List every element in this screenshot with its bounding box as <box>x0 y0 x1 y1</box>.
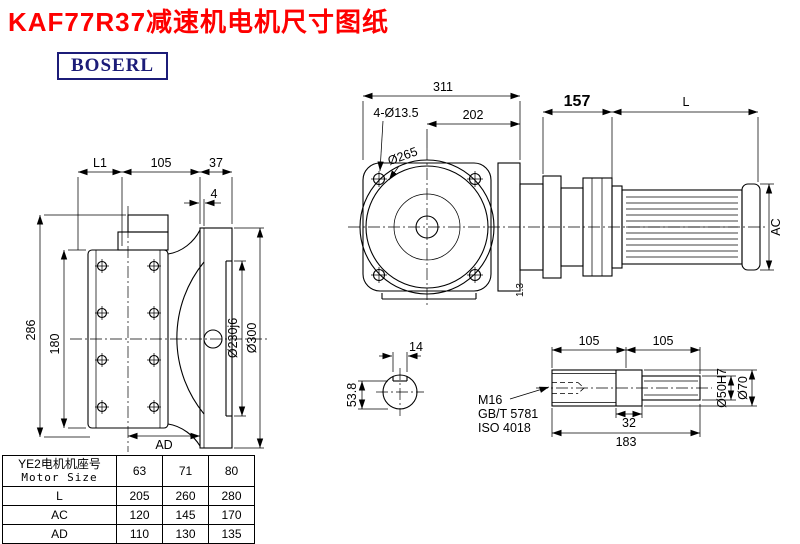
dim-bolt-holes: 4-Ø13.5 <box>373 106 418 120</box>
thread-label: M16 <box>478 393 502 407</box>
shaft-detail-view: 105 105 32 183 M16 GB/T 5781 ISO 4018 Ø5… <box>478 334 757 449</box>
dim-L1: L1 <box>93 156 107 170</box>
dim-105-b: 105 <box>653 334 674 348</box>
dim-gap: 1.3 <box>515 283 526 297</box>
table-size-col-63: 63 <box>116 455 163 487</box>
dim-L: L <box>683 95 690 109</box>
cell-AD-71: 130 <box>162 524 209 544</box>
dim-flange-od: Ø300 <box>245 323 259 354</box>
table-header-cn: YE2电机机座号 <box>18 457 101 472</box>
row-label-L: L <box>2 486 117 506</box>
cell-AC-80: 170 <box>208 505 255 525</box>
table-size-col-80: 80 <box>208 455 255 487</box>
dim-spigot-diameter: Ø230j6 <box>226 318 240 358</box>
dim-od: Ø70 <box>736 376 750 400</box>
dim-183: 183 <box>616 435 637 449</box>
cell-AC-71: 145 <box>162 505 209 525</box>
dim-180: 180 <box>48 334 62 355</box>
standard-gbt: GB/T 5781 <box>478 407 538 421</box>
page-title: KAF77R37减速机电机尺寸图纸 <box>8 7 390 37</box>
cell-L-63: 205 <box>116 486 163 506</box>
dim-32: 32 <box>622 416 636 430</box>
table-row-L: L 205 260 280 <box>2 486 255 506</box>
cell-L-80: 280 <box>208 486 255 506</box>
dim-4: 4 <box>211 187 218 201</box>
dim-key-width: 14 <box>409 340 423 354</box>
table-header-en: Motor Size <box>21 470 98 484</box>
side-view-drawing: L1 105 37 4 286 180 AD Ø230j6 Ø300 <box>24 156 268 452</box>
standard-iso: ISO 4018 <box>478 421 531 435</box>
cell-AD-80: 135 <box>208 524 255 544</box>
dim-311: 311 <box>433 80 453 94</box>
table-row-AC: AC 120 145 170 <box>2 505 255 525</box>
dim-37: 37 <box>209 156 223 170</box>
table-size-col-71: 71 <box>162 455 209 487</box>
table-header-motor-size: YE2电机机座号 Motor Size <box>2 455 117 487</box>
cell-AD-63: 110 <box>116 524 163 544</box>
row-label-AD: AD <box>2 524 117 544</box>
table-header-row: YE2电机机座号 Motor Size 63 71 80 <box>2 455 255 487</box>
dim-105: 105 <box>151 156 172 170</box>
table-row-AD: AD 110 130 135 <box>2 524 255 544</box>
dim-286: 286 <box>24 320 38 341</box>
cell-L-71: 260 <box>162 486 209 506</box>
shaft-section-view: 14 53.8 <box>345 340 424 416</box>
row-label-AC: AC <box>2 505 117 525</box>
front-view-drawing: 311 202 4-Ø13.5 Ø265 157 L AC 1.3 <box>348 80 783 308</box>
logo-text: BOSERL <box>71 55 155 76</box>
cell-AC-63: 120 <box>116 505 163 525</box>
motor-size-table: YE2电机机座号 Motor Size 63 71 80 L 205 260 2… <box>2 455 255 544</box>
dim-key-height: 53.8 <box>345 383 359 407</box>
dim-157: 157 <box>564 93 591 110</box>
dim-bore: Ø50H7 <box>715 368 729 408</box>
dim-AC: AC <box>769 218 783 235</box>
boserl-logo: BOSERL <box>57 52 169 80</box>
dim-105-a: 105 <box>579 334 600 348</box>
dim-AD: AD <box>155 438 172 452</box>
dim-202: 202 <box>463 108 484 122</box>
